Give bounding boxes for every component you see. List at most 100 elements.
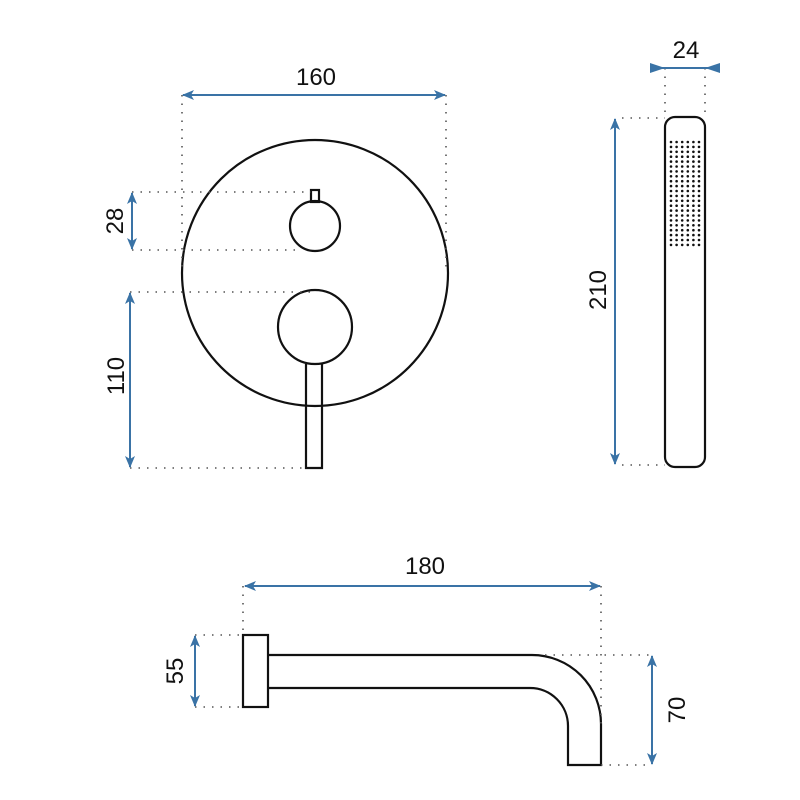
nozzle-dot xyxy=(686,175,690,178)
hand-shower-body xyxy=(663,115,707,469)
nozzle-dot xyxy=(675,160,678,163)
dim-110: 110 xyxy=(103,291,315,469)
dim-label-70: 70 xyxy=(664,697,691,724)
nozzle-dot xyxy=(675,194,678,198)
nozzle-dot xyxy=(680,228,684,232)
nozzle-dot xyxy=(675,184,678,188)
nozzle-dot xyxy=(686,179,690,183)
dim-label-180: 180 xyxy=(405,553,445,580)
nozzle-dot xyxy=(669,209,673,212)
nozzle-dot xyxy=(680,219,684,222)
nozzle-dot xyxy=(675,165,678,168)
nozzle-dot xyxy=(680,150,684,154)
nozzle-dot xyxy=(680,184,684,188)
nozzle-dot xyxy=(680,155,684,158)
nozzle-dot xyxy=(686,243,690,247)
nozzle-dot xyxy=(669,170,673,173)
nozzle-dot xyxy=(669,228,673,232)
nozzle-dot xyxy=(675,233,678,237)
dim-28: 28 xyxy=(102,191,311,251)
mixer-front-view: 160 28 110 xyxy=(102,64,450,470)
nozzle-dot xyxy=(686,155,690,158)
nozzle-dot xyxy=(669,155,673,158)
dim-label-210: 210 xyxy=(585,270,612,310)
nozzle-dot xyxy=(686,214,690,217)
nozzle-dot xyxy=(692,243,695,247)
nozzle-dot xyxy=(669,219,673,222)
dim-210: 210 xyxy=(585,117,665,466)
nozzle-dot xyxy=(692,209,695,212)
nozzle-dot xyxy=(697,145,701,149)
nozzle-dot xyxy=(692,170,695,173)
nozzle-dot xyxy=(686,140,690,144)
nozzle-dot xyxy=(697,233,701,237)
nozzle-dot xyxy=(697,219,701,222)
nozzle-dot xyxy=(669,233,673,237)
mixer-knob xyxy=(276,288,354,366)
nozzle-dot xyxy=(692,145,695,149)
nozzle-dot xyxy=(692,233,695,237)
nozzle-dot xyxy=(692,199,695,203)
nozzle-dot xyxy=(697,209,701,212)
nozzle-dot xyxy=(686,224,690,227)
nozzle-dot xyxy=(675,209,678,212)
nozzle-dot xyxy=(675,140,678,144)
nozzle-dot xyxy=(669,189,673,193)
nozzle-dot xyxy=(680,233,684,237)
nozzle-dot xyxy=(697,238,701,242)
nozzle-dot xyxy=(680,243,684,247)
nozzle-dot xyxy=(675,204,678,207)
nozzle-dot xyxy=(686,184,690,188)
nozzle-dot xyxy=(675,150,678,154)
nozzle-dot xyxy=(669,150,673,154)
nozzle-dot xyxy=(686,145,690,149)
diverter-knob xyxy=(288,199,342,253)
nozzle-dot xyxy=(680,224,684,227)
nozzle-dot xyxy=(686,209,690,212)
dim-24: 24 xyxy=(650,37,720,117)
nozzle-dot xyxy=(692,179,695,183)
spray-nozzles xyxy=(669,140,701,247)
nozzle-dot xyxy=(669,145,673,149)
dim-label-28: 28 xyxy=(102,208,129,235)
nozzle-dot xyxy=(675,175,678,178)
nozzle-dot xyxy=(697,228,701,232)
nozzle-dot xyxy=(680,145,684,149)
dim-label-160: 160 xyxy=(296,64,336,91)
nozzle-dot xyxy=(686,238,690,242)
nozzle-dot xyxy=(697,224,701,227)
nozzle-dot xyxy=(669,165,673,168)
nozzle-dot xyxy=(686,228,690,232)
bath-spout: 180 55 70 xyxy=(162,553,691,767)
nozzle-dot xyxy=(686,150,690,154)
nozzle-dot xyxy=(692,155,695,158)
nozzle-dot xyxy=(669,238,673,242)
dim-180: 180 xyxy=(242,553,602,724)
nozzle-dot xyxy=(697,165,701,168)
nozzle-dot xyxy=(697,184,701,188)
spout-flange xyxy=(241,633,270,709)
hand-shower: 24 210 xyxy=(585,37,720,469)
nozzle-dot xyxy=(686,160,690,163)
nozzle-dot xyxy=(692,238,695,242)
nozzle-dot xyxy=(669,224,673,227)
nozzle-dot xyxy=(669,175,673,178)
mixer-lever xyxy=(304,364,324,470)
nozzle-dot xyxy=(686,199,690,203)
dim-160: 160 xyxy=(181,64,447,273)
nozzle-dot xyxy=(686,189,690,193)
nozzle-dot xyxy=(692,224,695,227)
nozzle-dot xyxy=(686,219,690,222)
dim-label-110: 110 xyxy=(103,357,130,395)
nozzle-dot xyxy=(680,238,684,242)
nozzle-dot xyxy=(697,214,701,217)
nozzle-dot xyxy=(692,228,695,232)
nozzle-dot xyxy=(692,214,695,217)
nozzle-dot xyxy=(697,150,701,154)
dim-70: 70 xyxy=(545,654,691,766)
nozzle-dot xyxy=(675,170,678,173)
nozzle-dot xyxy=(697,199,701,203)
nozzle-dot xyxy=(686,165,690,168)
nozzle-dot xyxy=(675,238,678,242)
